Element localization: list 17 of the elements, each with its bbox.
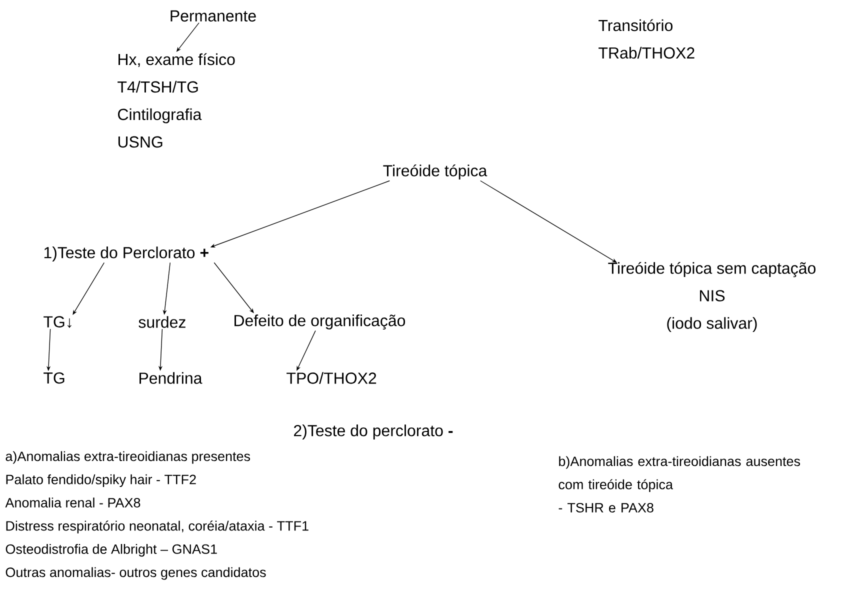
step-label: Tireóide tópica — [383, 164, 488, 180]
step-label: Permanente — [170, 10, 256, 22]
arrow — [72, 262, 104, 315]
step-label: 2)Teste do perclorato - — [294, 424, 453, 440]
text-list: a)Anomalias extra-tireoidianas presentes Palato fendido/spiky hair - TTF2 Anomalia renal - PAX8 Distress respiratório neonatal, coréia/ataxia - TTF1 Osteodistrofia de Albright – GNAS1 Outras anomalias- outros genes candidatos — [5, 451, 308, 580]
arrow — [480, 180, 617, 263]
step-label: Defeito de organificação — [234, 314, 406, 330]
step-label: surdez — [138, 316, 186, 328]
step-label: TPO/THOX2 — [286, 372, 376, 384]
step-label: TG — [44, 372, 64, 384]
step-label: Pendrina — [140, 372, 202, 384]
step-label: 1)Teste do Perclorato + — [44, 246, 208, 262]
text-list: Hx, exame físico T4/TSH/TG Cintilografia USNG — [118, 53, 235, 148]
text-list: Transitório TRab/THOX2 — [598, 19, 694, 59]
step-label: Tireóide tópica sem captação NIS (iodo salivar) — [608, 262, 816, 332]
text-list: b)Anomalias extra-tireoidianas ausentes com tireóide tópica - TSHR e PAX8 — [558, 456, 800, 512]
step-label: TG↓ — [44, 316, 72, 328]
